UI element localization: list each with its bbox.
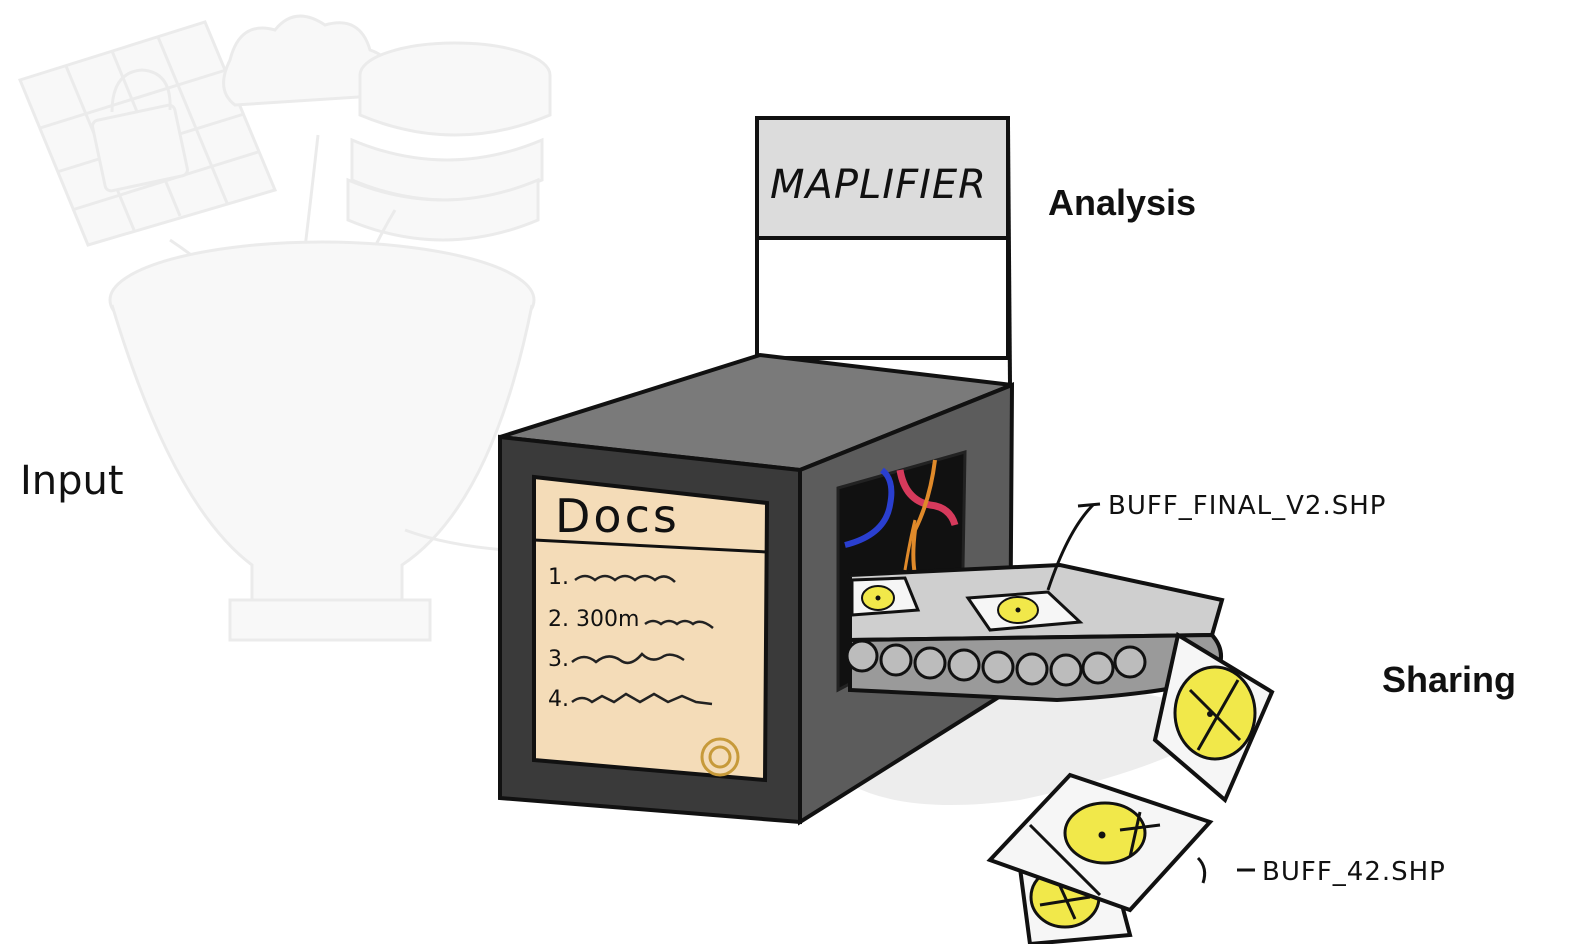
belt-rollers [845,639,1147,687]
belt-file-name: BUFF_FINAL_V2.SHP [1108,491,1386,521]
wire-red [896,469,959,527]
label-sharing: Sharing [1382,659,1516,700]
output-file-callout: BUFF_42.SHP [1196,856,1446,887]
conveyor-belt [845,562,1225,703]
seal-icon [700,737,740,777]
cloud-icon [222,14,394,107]
belt-map-sheet-2 [850,576,921,617]
faded-input-sources [17,14,552,642]
docs-scribbles [571,574,714,706]
funnel-icon [108,240,536,642]
sign-text: MAPLIFIER [770,162,987,208]
label-input: Input [20,458,124,504]
wire-orange-2 [903,519,917,571]
docs-title: Docs [555,489,680,543]
docs-item-3: 3. [548,647,569,672]
falling-map-sheet [1152,631,1275,804]
output-file-name: BUFF_42.SHP [1262,857,1446,887]
belt-map-sheet [965,590,1084,632]
docs-item-4: 4. [548,687,569,712]
maplifier-sign: MAPLIFIER [755,116,1012,386]
database-icon [346,41,552,242]
docs-panel: Docs 1. 2. 300m 3. 4. [532,474,770,783]
output-map-pile [986,772,1214,944]
label-analysis: Analysis [1048,182,1196,223]
belt-file-callout: BUFF_FINAL_V2.SHP [1046,491,1386,591]
docs-item-1: 1. [548,565,569,590]
locked-map-icon [17,20,278,247]
wire-blue [844,467,895,548]
docs-item-2: 2. 300m [548,607,639,632]
